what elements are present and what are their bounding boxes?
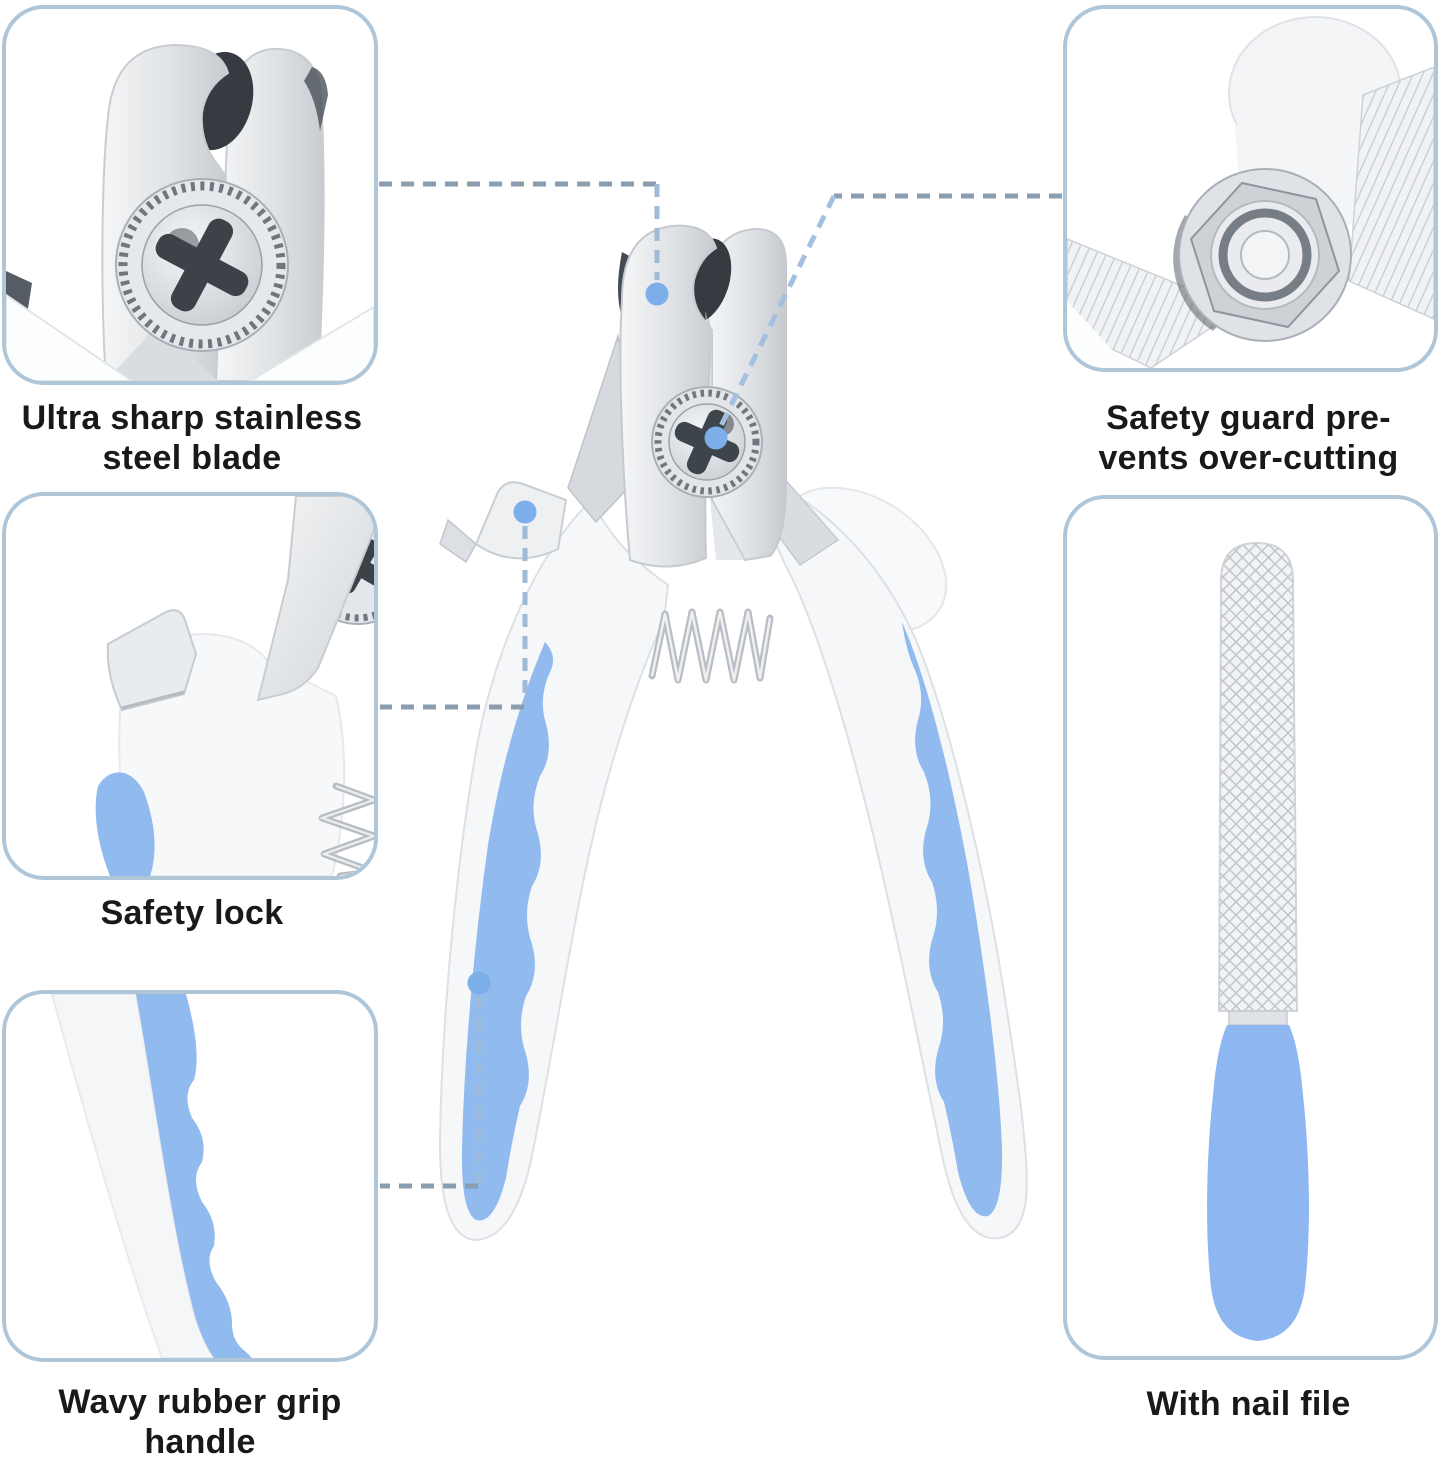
lock-label-line1: Safety lock — [100, 894, 284, 932]
safety-lock-closeup-image — [95, 496, 374, 876]
left-grip — [461, 642, 554, 1221]
safety-lock-closeup-panel — [2, 492, 378, 880]
grip-closeup-image — [50, 994, 252, 1358]
lock-label: Safety lock — [0, 893, 384, 933]
blade-closeup-panel — [2, 5, 378, 385]
blade-label: Ultra sharp stainless steel blade — [0, 398, 384, 478]
safety-guard-closeup-image — [1067, 16, 1434, 368]
nail-file-panel — [1063, 495, 1438, 1360]
file-label: With nail file — [1052, 1384, 1445, 1424]
lock-flap — [106, 609, 198, 712]
right-grip — [902, 622, 1003, 1217]
grip-label-line1: Wavy rubber grip — [58, 1383, 342, 1421]
nail-file-image — [1207, 541, 1309, 1341]
pivot-screw — [651, 386, 763, 498]
blade-closeup-image — [6, 43, 374, 381]
guard-label-line2: vents over-cutting — [1098, 439, 1399, 477]
spring — [648, 608, 774, 684]
clipper-handles — [438, 486, 1028, 1242]
guard-nut — [1178, 168, 1352, 342]
guard-label-line1: Safety guard pre- — [1106, 399, 1391, 437]
grip-label: Wavy rubber grip handle — [0, 1382, 400, 1460]
file-label-line1: With nail file — [1146, 1385, 1351, 1423]
nail-clipper-product-image — [438, 224, 1028, 1242]
lock-blade — [256, 496, 374, 702]
safety-lock-tab — [439, 481, 568, 564]
blade-screw — [115, 178, 289, 352]
safety-guard-closeup-panel — [1063, 5, 1438, 372]
blade-label-line1: Ultra sharp stainless — [21, 399, 363, 437]
file-handle — [1207, 1025, 1309, 1341]
grip-label-line2: handle — [144, 1423, 256, 1460]
blade-label-line2: steel blade — [102, 439, 282, 477]
guard-label: Safety guard pre- vents over-cutting — [1052, 398, 1445, 478]
grip-closeup-panel — [2, 990, 378, 1362]
